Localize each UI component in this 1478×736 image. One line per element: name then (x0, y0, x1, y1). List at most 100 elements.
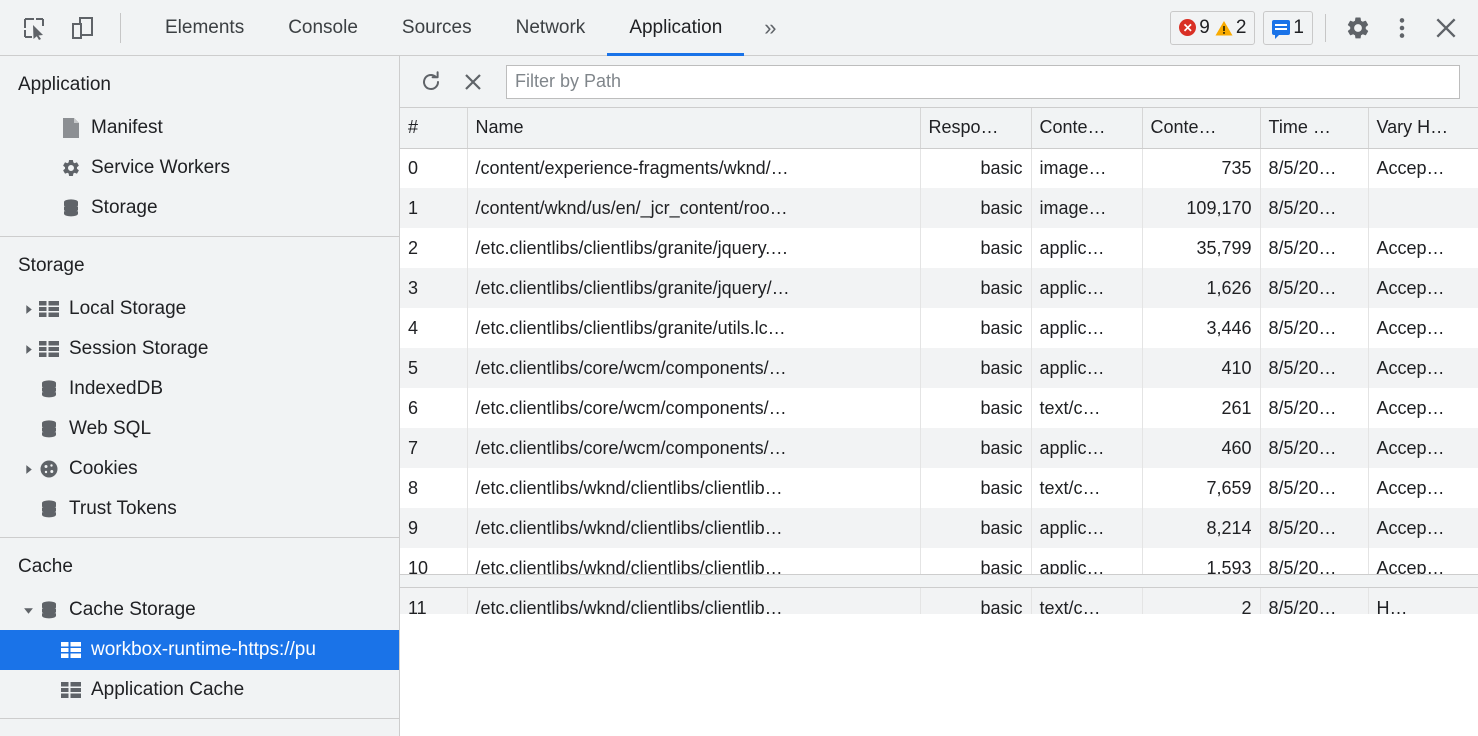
table-row[interactable]: 5/etc.clientlibs/core/wcm/components/…ba… (400, 348, 1478, 388)
warning-icon (1215, 20, 1233, 36)
cell-index: 2 (400, 228, 468, 268)
tab-elements-label: Elements (165, 16, 245, 38)
issues-counter-group[interactable]: ✕ 9 2 (1170, 10, 1256, 45)
sidebar-item-manifest[interactable]: Manifest (0, 108, 399, 148)
sidebar-item-trust-tokens[interactable]: Trust Tokens (0, 489, 399, 529)
tab-console[interactable]: Console (266, 0, 380, 56)
sidebar-item-cookies[interactable]: Cookies (0, 449, 399, 489)
sidebar-item-workbox-runtime-https-pu[interactable]: workbox-runtime-https://pu (0, 630, 399, 670)
tab-application[interactable]: Application (607, 0, 745, 56)
cell-content_length: 2 (1142, 588, 1261, 614)
cell-content_type: text/c… (1031, 588, 1143, 614)
table-body[interactable]: 0/content/experience-fragments/wknd/…bas… (400, 148, 1478, 614)
cell-vary: Accep… (1368, 428, 1478, 468)
cell-content_length: 410 (1142, 348, 1261, 388)
sidebar-item-indexeddb[interactable]: IndexedDB (0, 369, 399, 409)
chevron-right-icon[interactable] (18, 344, 38, 355)
message-counter[interactable]: 1 (1272, 17, 1304, 39)
device-toolbar-icon[interactable] (62, 8, 102, 48)
cell-time: 8/5/20… (1260, 468, 1369, 508)
table-row[interactable]: 4/etc.clientlibs/clientlibs/granite/util… (400, 308, 1478, 348)
more-tabs-icon[interactable]: » (744, 0, 794, 56)
column-header-5[interactable]: Time … (1260, 108, 1369, 149)
cell-response: basic (920, 308, 1032, 348)
database-icon (38, 599, 60, 621)
table-row[interactable]: 8/etc.clientlibs/wknd/clientlibs/clientl… (400, 468, 1478, 508)
cell-index: 1 (400, 188, 468, 228)
table-row[interactable]: 11/etc.clientlibs/wknd/clientlibs/client… (400, 588, 1478, 614)
cell-time: 8/5/20… (1260, 508, 1369, 548)
sidebar-item-local-storage[interactable]: Local Storage (0, 289, 399, 329)
sidebar-item-storage[interactable]: Storage (0, 188, 399, 228)
kebab-menu-icon[interactable] (1382, 8, 1422, 48)
inspect-element-icon[interactable] (14, 8, 54, 48)
sidebar-item-label: Session Storage (69, 338, 209, 359)
panel-tabs: Elements Console Sources Network Applica… (143, 0, 795, 56)
error-count-label: 9 (1199, 16, 1210, 38)
cell-time: 8/5/20… (1260, 148, 1369, 188)
cell-response: basic (920, 148, 1032, 188)
sidebar-item-session-storage[interactable]: Session Storage (0, 329, 399, 369)
cell-time: 8/5/20… (1260, 188, 1369, 228)
filter-by-path-input[interactable] (506, 64, 1460, 99)
messages-counter-group[interactable]: 1 (1263, 10, 1313, 45)
sidebar-item-label: Trust Tokens (69, 498, 177, 519)
table-row[interactable]: 7/etc.clientlibs/core/wcm/components/…ba… (400, 428, 1478, 468)
cell-name: /etc.clientlibs/clientlibs/granite/utils… (467, 308, 921, 348)
table-grid-icon (38, 338, 60, 360)
chevron-right-icon[interactable] (18, 304, 38, 315)
warning-count-label: 2 (1235, 16, 1247, 38)
table-row[interactable]: 3/etc.clientlibs/clientlibs/granite/jque… (400, 268, 1478, 308)
table-row[interactable]: 1/content/wknd/us/en/_jcr_content/roo…ba… (400, 188, 1478, 228)
cookie-icon (38, 458, 60, 480)
column-header-2[interactable]: Respo… (920, 108, 1032, 149)
devtools-main-toolbar: Elements Console Sources Network Applica… (0, 0, 1478, 56)
database-icon (38, 378, 60, 400)
tab-network[interactable]: Network (494, 0, 608, 56)
cache-preview-pane (400, 614, 1478, 736)
table-row[interactable]: 9/etc.clientlibs/wknd/clientlibs/clientl… (400, 508, 1478, 548)
sidebar-item-service-workers[interactable]: Service Workers (0, 148, 399, 188)
cell-vary: Accep… (1368, 508, 1478, 548)
sidebar-item-label: Cache Storage (69, 599, 196, 620)
refresh-icon[interactable] (412, 63, 450, 101)
cell-index: 5 (400, 348, 468, 388)
column-header-3[interactable]: Conte… (1031, 108, 1143, 149)
cell-content_type: text/c… (1031, 388, 1143, 428)
cell-vary (1368, 188, 1478, 228)
delete-x-icon[interactable] (454, 63, 492, 101)
column-header-1[interactable]: Name (467, 108, 921, 149)
table-grid-icon (38, 298, 60, 320)
error-counter[interactable]: ✕ 9 (1179, 17, 1210, 39)
close-icon[interactable] (1426, 8, 1466, 48)
sidebar-item-application-cache[interactable]: Application Cache (0, 670, 399, 710)
cell-response: basic (920, 268, 1032, 308)
cell-content_type: applic… (1031, 428, 1143, 468)
column-header-6[interactable]: Vary H… (1368, 108, 1478, 149)
cell-index: 6 (400, 388, 468, 428)
table-row[interactable]: 6/etc.clientlibs/core/wcm/components/…ba… (400, 388, 1478, 428)
tab-sources[interactable]: Sources (380, 0, 494, 56)
table-row[interactable]: 0/content/experience-fragments/wknd/…bas… (400, 148, 1478, 188)
table-row[interactable]: 2/etc.clientlibs/clientlibs/granite/jque… (400, 228, 1478, 268)
cache-filter-toolbar (400, 56, 1478, 108)
cell-time: 8/5/20… (1260, 348, 1369, 388)
tab-elements[interactable]: Elements (143, 0, 266, 56)
column-header-0[interactable]: # (400, 108, 468, 149)
chevron-right-icon[interactable] (18, 464, 38, 475)
chevron-down-icon[interactable] (18, 605, 38, 616)
warning-counter[interactable]: 2 (1215, 16, 1247, 39)
gear-icon (60, 157, 82, 179)
cell-time: 8/5/20… (1260, 308, 1369, 348)
column-header-4[interactable]: Conte… (1142, 108, 1261, 149)
cell-vary: Accep… (1368, 148, 1478, 188)
sidebar-item-web-sql[interactable]: Web SQL (0, 409, 399, 449)
cell-time: 8/5/20… (1260, 588, 1369, 614)
gear-icon[interactable] (1338, 8, 1378, 48)
cell-name: /etc.clientlibs/clientlibs/granite/jquer… (467, 228, 921, 268)
sidebar-item-cache-storage[interactable]: Cache Storage (0, 590, 399, 630)
sidebar-item-label: Manifest (91, 117, 163, 138)
